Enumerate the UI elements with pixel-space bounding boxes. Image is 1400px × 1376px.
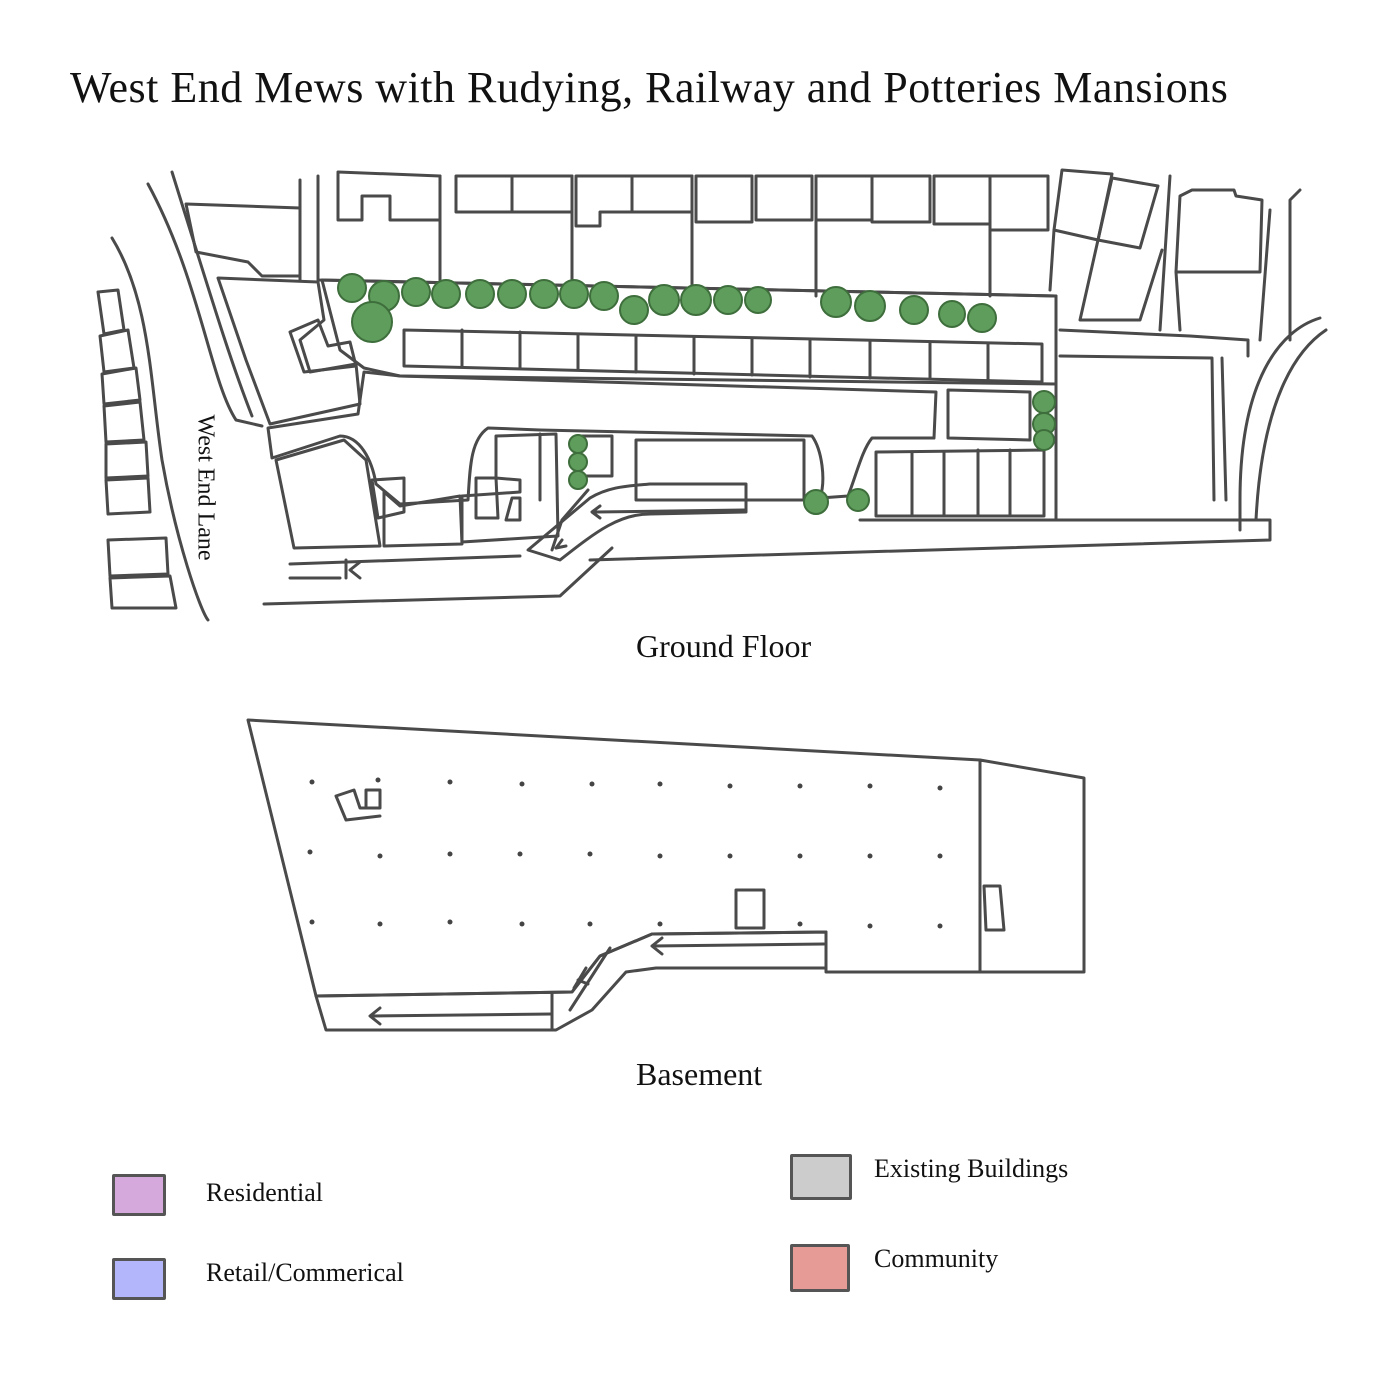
legend-label: Community [874,1244,999,1273]
legend-swatch [790,1244,850,1292]
basement-columns [307,777,943,929]
basement-core-middle [734,888,766,930]
basement-ramp [314,930,828,1032]
legend-label: Existing Buildings [874,1154,1069,1183]
basement-core-east [982,884,1006,932]
legend-swatch [790,1154,852,1200]
basement-core-west [334,788,382,822]
street-label: West End Lane [192,414,219,561]
basement-label: Basement [636,1056,763,1092]
existing-buildings-west [96,288,178,610]
trees [337,273,1056,515]
page-title: West End Mews with Rudying, Railway and … [70,63,1229,112]
mews-street [266,370,938,506]
basement-service-area [978,758,1086,974]
legend-swatch [112,1258,166,1300]
legend-label: Retail/Commerical [206,1258,404,1287]
legend-label: Residential [206,1178,323,1207]
legend-swatch [112,1174,166,1216]
ground-ramp [526,434,748,562]
stair-cores [288,318,522,522]
ground-floor-label: Ground Floor [636,628,812,664]
